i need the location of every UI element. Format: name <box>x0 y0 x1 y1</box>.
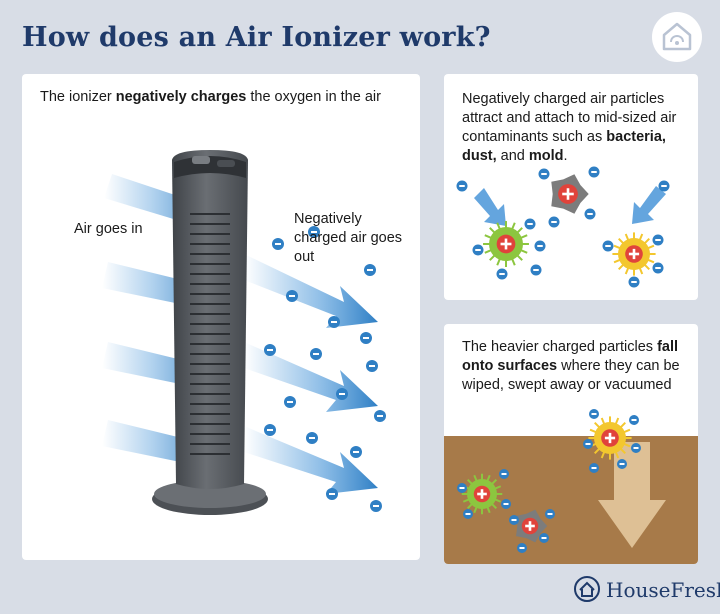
negative-ion-icon <box>463 509 473 519</box>
bacteria-germ-icon <box>483 221 529 267</box>
negative-ion-icon <box>509 515 519 525</box>
air-out-arrow <box>244 254 378 328</box>
negative-ion-icon <box>310 348 322 360</box>
air-out-label: Negatively charged air goes out <box>294 211 403 265</box>
bacteria-germ-icon <box>461 473 503 515</box>
negative-ion-icon <box>326 488 338 500</box>
fall-text: The heavier charged particles fall onto … <box>462 339 680 393</box>
negative-ion-icon <box>306 432 318 444</box>
negative-ion-icon <box>272 238 284 250</box>
negative-ion-icon <box>264 424 276 436</box>
negative-ion-icon <box>617 459 627 469</box>
attach-illustration <box>456 166 670 288</box>
mold-spore-icon <box>612 232 656 276</box>
arrow-icon <box>474 188 506 226</box>
page-title: How does an Air Ionizer work? <box>22 22 491 53</box>
negative-ion-icon <box>264 344 276 356</box>
fall-illustration <box>444 409 698 564</box>
incoming-air-arrows <box>102 174 190 464</box>
negative-ion-icon <box>652 262 664 274</box>
negative-ion-icon <box>472 244 484 256</box>
negative-ion-icon <box>364 264 376 276</box>
negative-ion-icon <box>584 208 596 220</box>
air-in-arrow <box>102 262 190 306</box>
attach-text: Negatively charged air particles attract… <box>462 91 677 164</box>
negative-ion-icon <box>284 396 296 408</box>
brand-name: HouseFresh <box>606 578 720 602</box>
negative-ion-icon <box>628 276 640 288</box>
negative-ion-icon <box>524 218 536 230</box>
outgoing-air-arrows <box>244 254 378 494</box>
negative-ion-icon <box>658 180 670 192</box>
mold-spore-icon <box>588 416 632 460</box>
ionizer-panel: The ionizer negatively charges the oxyge… <box>22 74 420 560</box>
negative-ion-icon <box>589 463 599 473</box>
air-in-arrow <box>102 420 190 464</box>
fall-arrow <box>598 442 666 548</box>
negative-ion-icon <box>501 499 511 509</box>
negative-ion-icon <box>350 446 362 458</box>
negative-ion-icon <box>534 240 546 252</box>
small-arrows <box>474 186 666 226</box>
negative-ion-icon <box>538 168 550 180</box>
negative-ion-icon <box>548 216 560 228</box>
dust-particle-icon <box>551 174 589 214</box>
air-in-arrow <box>102 342 190 386</box>
dust-particle-icon <box>516 509 548 543</box>
intro-text: The ionizer negatively charges the oxyge… <box>40 89 381 105</box>
air-in-label: Air goes in <box>74 221 143 237</box>
negative-ion-icon <box>374 410 386 422</box>
negative-ion-icon <box>539 533 549 543</box>
negative-ion-icon <box>370 500 382 512</box>
house-logo-badge <box>652 12 702 62</box>
negative-ion-icon <box>517 543 527 553</box>
negative-ion-icon <box>286 290 298 302</box>
ionizer-illustration <box>102 150 386 515</box>
negative-ion-icon <box>652 234 664 246</box>
negative-ion-icon <box>602 240 614 252</box>
attach-panel: Negatively charged air particles attract… <box>444 74 698 300</box>
negative-ion-icon <box>583 439 593 449</box>
fall-panel: The heavier charged particles fall onto … <box>444 324 698 564</box>
arrow-icon <box>632 186 666 224</box>
tower-ionizer <box>152 150 268 515</box>
negative-ion-icon <box>366 360 378 372</box>
negative-ion-icon <box>545 509 555 519</box>
negative-ions <box>264 226 386 512</box>
negative-ion-icon <box>589 409 599 419</box>
negative-ion-icon <box>456 180 468 192</box>
negative-ion-icon <box>631 443 641 453</box>
air-in-arrow <box>104 174 190 224</box>
negative-ion-icon <box>308 226 320 238</box>
negative-ion-icon <box>360 332 372 344</box>
negative-ion-icon <box>588 166 600 178</box>
house-icon <box>662 22 692 51</box>
negative-ion-icon <box>336 388 348 400</box>
negative-ion-icon <box>457 483 467 493</box>
negative-ion-icon <box>496 268 508 280</box>
housefresh-logo-icon <box>574 576 600 602</box>
negative-ion-icon <box>629 415 639 425</box>
negative-ion-icon <box>328 316 340 328</box>
negative-ion-icon <box>530 264 542 276</box>
air-out-arrow <box>244 426 378 494</box>
negative-ion-icon <box>499 469 509 479</box>
